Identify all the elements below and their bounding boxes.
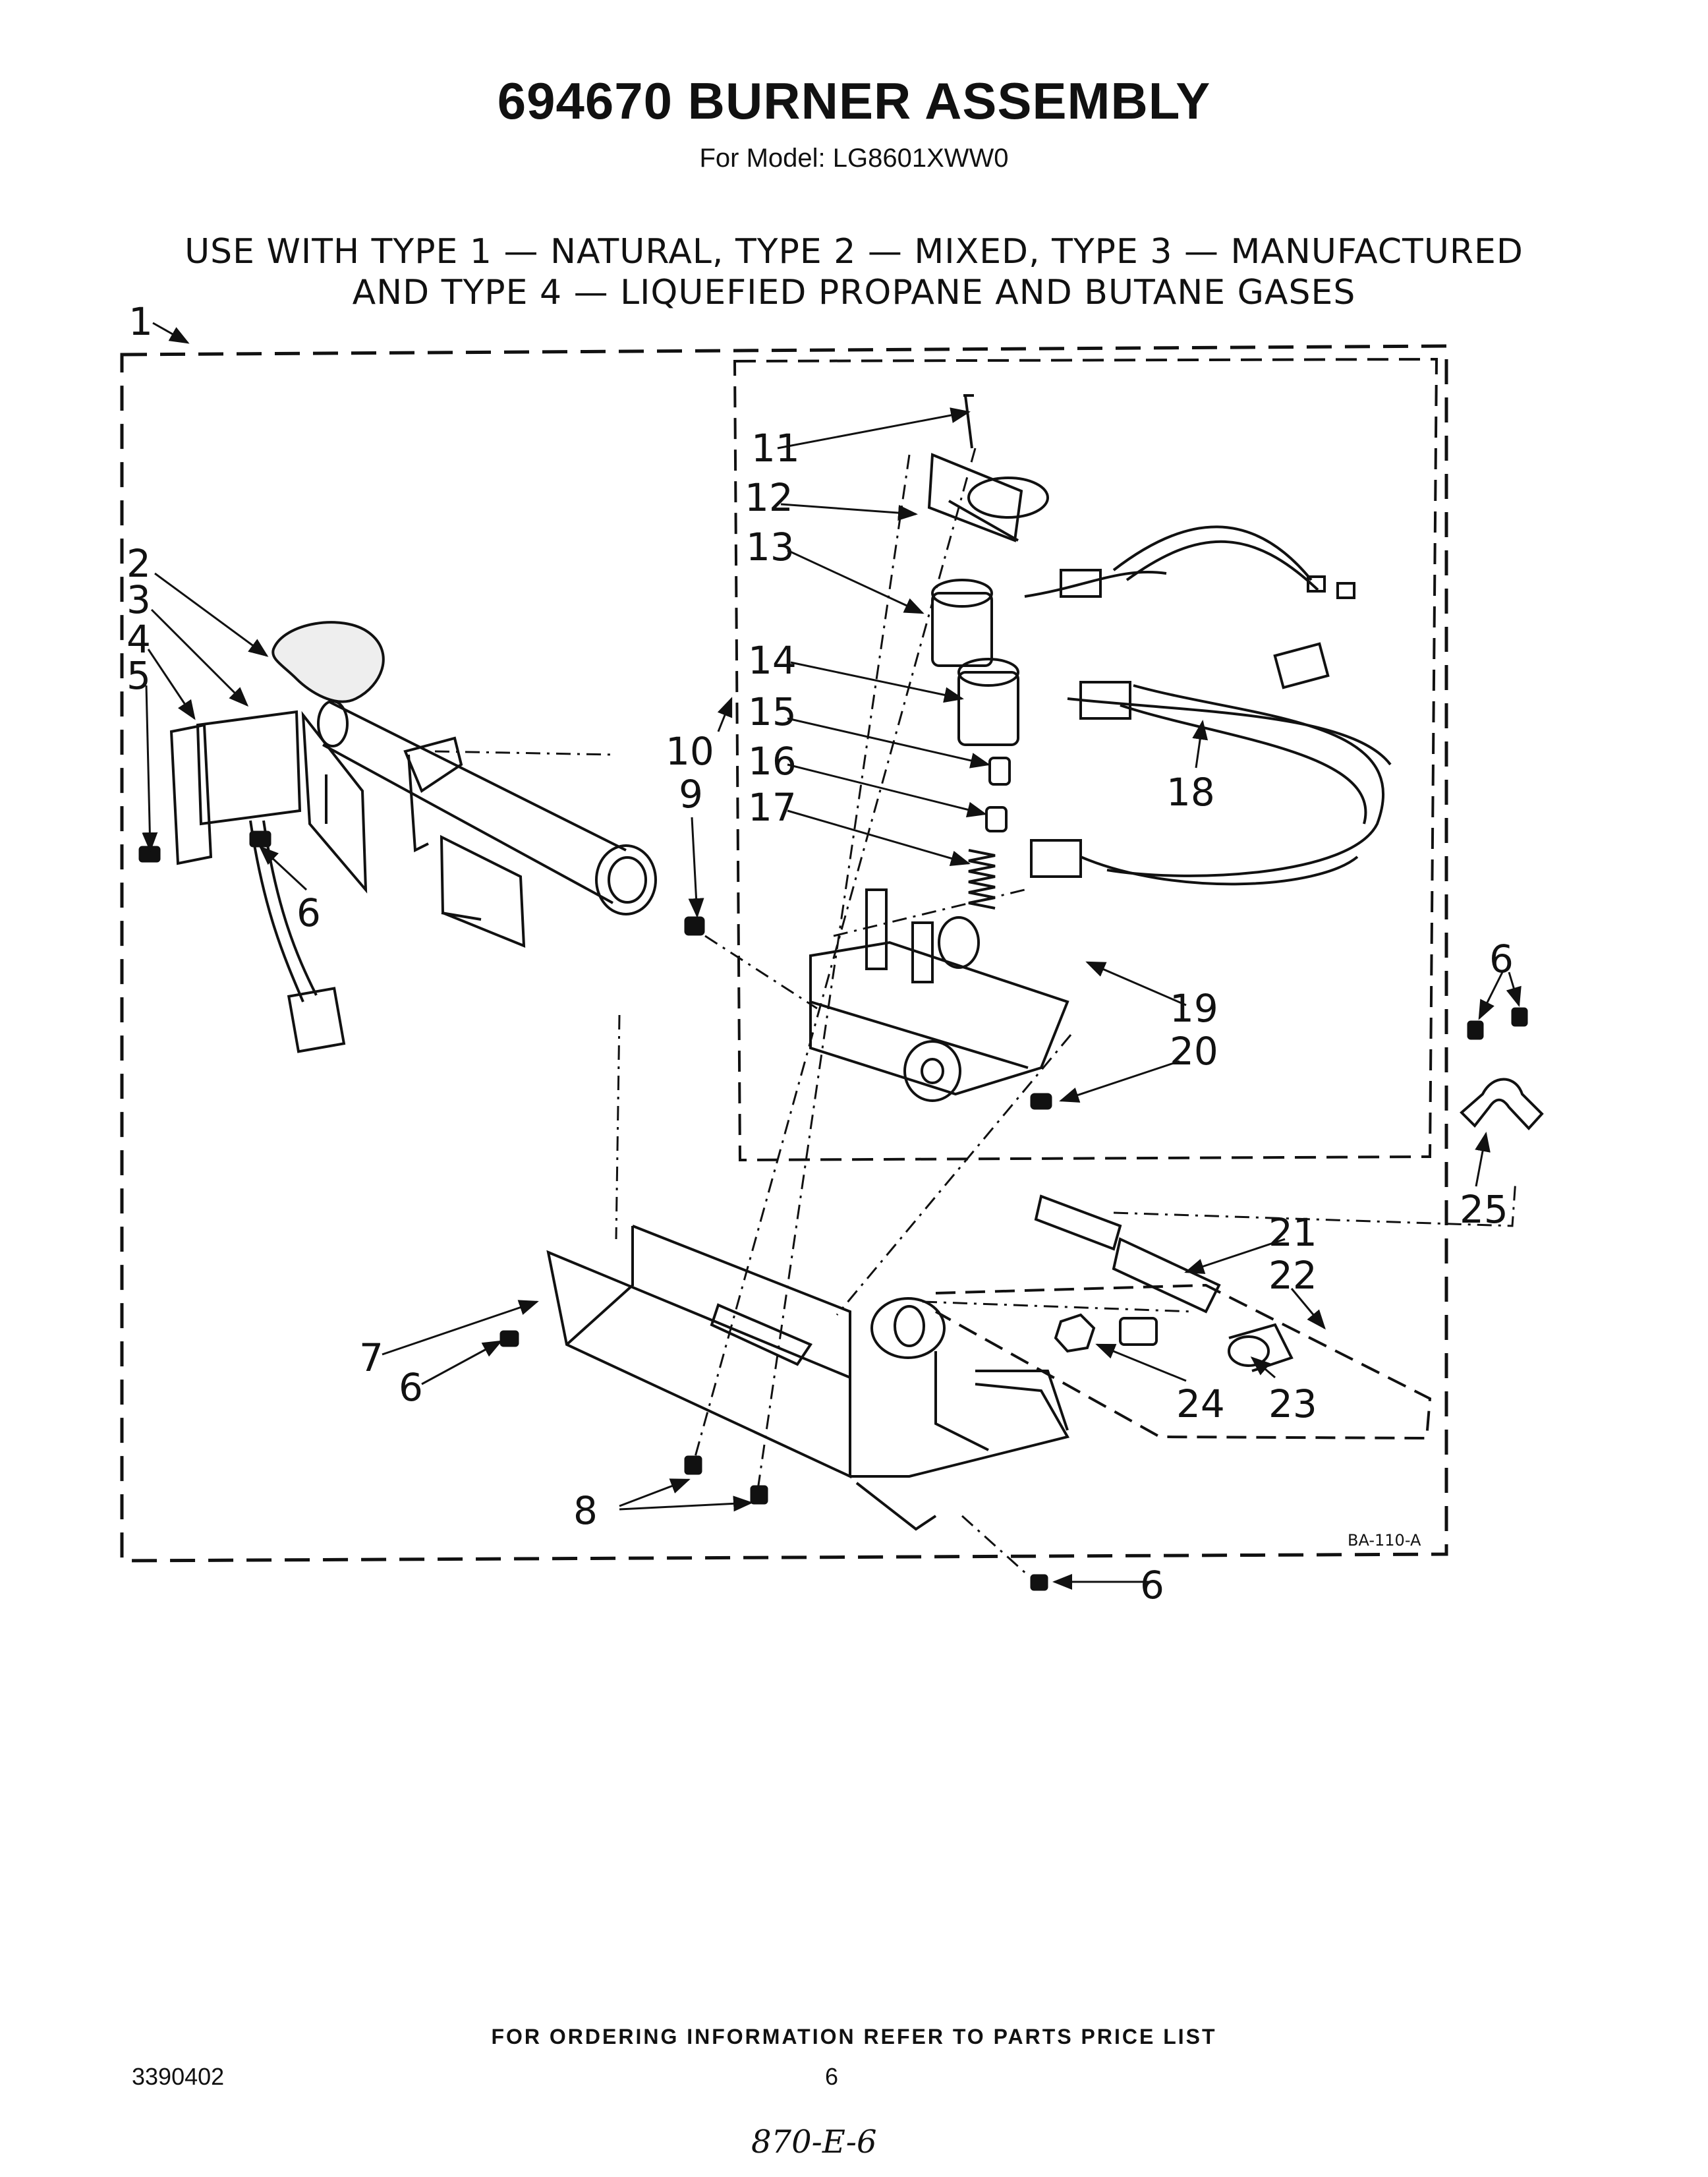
model-subtitle: For Model: LG8601XWW0 [699, 144, 1009, 173]
pipe-clamp [1460, 1078, 1544, 1130]
callout-25: 25 [1460, 1187, 1508, 1232]
page-title: 694670 BURNER ASSEMBLY [497, 72, 1211, 130]
callout-16: 16 [748, 739, 797, 784]
callout-14: 14 [748, 638, 797, 683]
callout-11: 11 [751, 426, 800, 471]
callout-6a: 6 [297, 890, 321, 935]
callout-4: 4 [127, 617, 151, 662]
leader-lines [142, 322, 1522, 1590]
assembly-boundary [120, 344, 1448, 1563]
valve-subassembly-boundary [733, 357, 1438, 1162]
callout-8: 8 [573, 1488, 598, 1533]
callout-12: 12 [745, 475, 793, 520]
burner-tube [271, 621, 657, 915]
callout-15: 15 [748, 689, 797, 734]
callout-10: 10 [666, 729, 714, 774]
ordering-note: FOR ORDERING INFORMATION REFER TO PARTS … [491, 2025, 1217, 2048]
callout-5: 5 [127, 653, 151, 698]
screws [138, 830, 1528, 1591]
callout-7: 7 [359, 1335, 384, 1380]
callout-19: 19 [1170, 986, 1218, 1031]
burner-shield [440, 834, 526, 948]
centerlines [434, 448, 1517, 1577]
callout-6c: 6 [1489, 937, 1514, 981]
usage-line-1: USE WITH TYPE 1 — NATURAL, TYPE 2 — MIXE… [185, 232, 1523, 272]
callout-23: 23 [1268, 1381, 1317, 1426]
igniter-bracket [169, 710, 368, 1053]
orifice-kit-boundary [935, 1283, 1432, 1440]
drawing-code: BA-110-A [1348, 1531, 1421, 1550]
callout-17: 17 [748, 785, 797, 830]
callout-2: 2 [127, 541, 151, 586]
wire-harness [1024, 525, 1392, 886]
main-bracket [546, 1225, 1070, 1531]
callout-22: 22 [1268, 1253, 1317, 1298]
handwritten-note: 870-E-6 [751, 2124, 877, 2161]
document-number: 3390402 [132, 2063, 225, 2090]
orifice-parts [1034, 1194, 1294, 1372]
callout-18: 18 [1166, 770, 1215, 815]
callout-6d: 6 [1140, 1563, 1164, 1608]
gas-valve-body [809, 888, 1069, 1102]
callout-3: 3 [127, 577, 151, 622]
callout-20: 20 [1170, 1029, 1218, 1074]
page-number: 6 [825, 2063, 839, 2090]
callout-9: 9 [679, 772, 703, 817]
solenoid-coils [927, 394, 1049, 910]
usage-line-2: AND TYPE 4 — LIQUEFIED PROPANE AND BUTAN… [352, 273, 1356, 312]
callout-numbers: 1 2 3 4 5 6 7 6 8 9 10 11 12 13 14 15 16… [127, 299, 1514, 1608]
callout-21: 21 [1268, 1210, 1317, 1255]
callout-6b: 6 [399, 1365, 423, 1410]
callout-1: 1 [128, 299, 153, 344]
callout-24: 24 [1176, 1381, 1225, 1426]
callout-13: 13 [746, 525, 795, 569]
